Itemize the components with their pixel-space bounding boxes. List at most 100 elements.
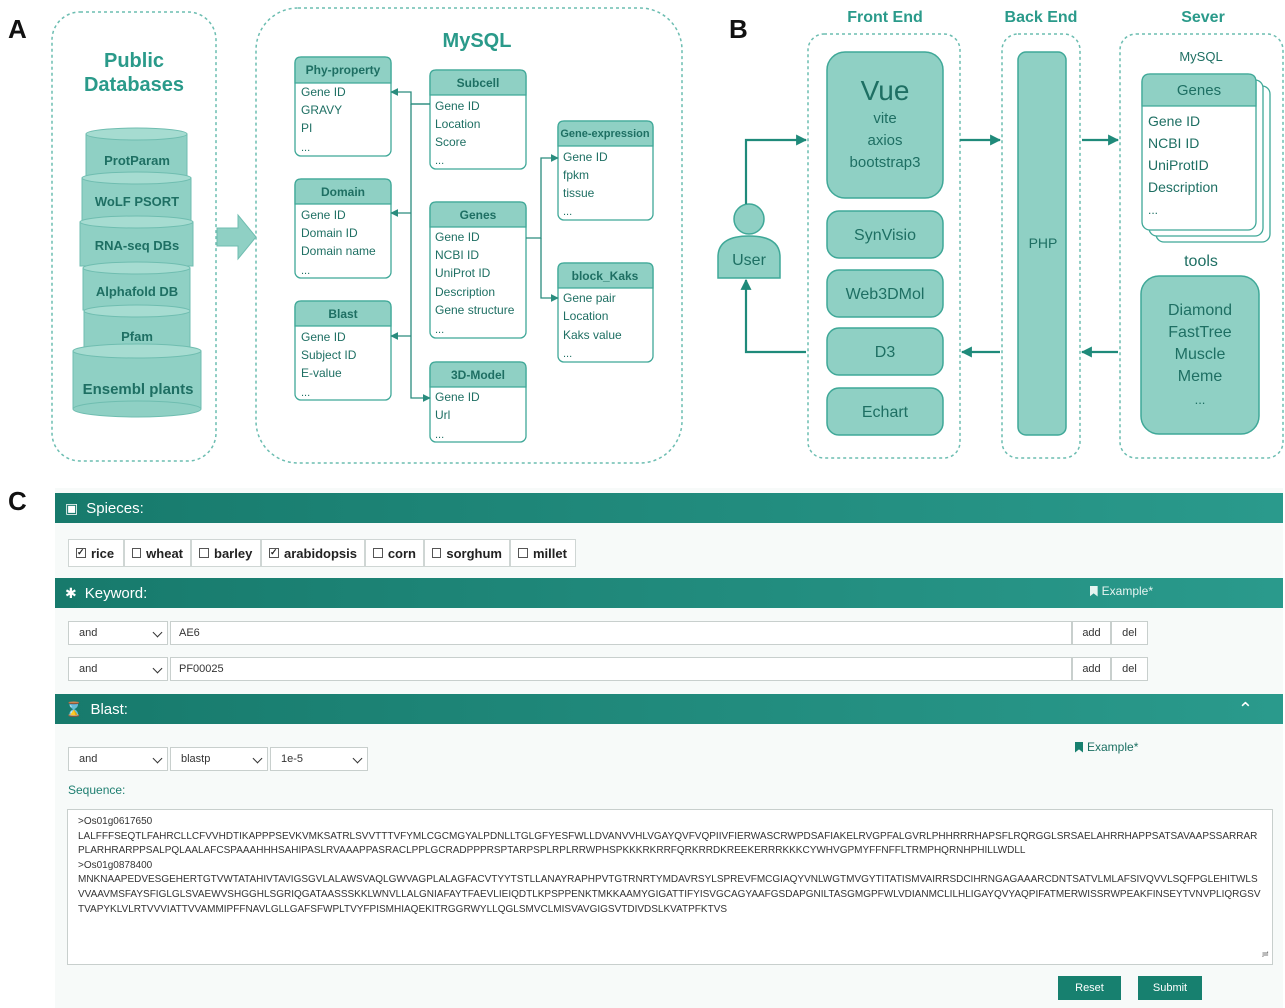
keyword-icon: ✱ [65,584,77,601]
species-checkbox-barley[interactable]: barley [191,539,261,567]
keyword-add-button-2[interactable]: add [1072,657,1111,681]
species-checkbox-sorghum[interactable]: sorghum [424,539,510,567]
user-label: User [732,252,766,269]
checkbox-checked-icon [76,548,86,558]
svg-text:Gene ID: Gene ID [301,85,346,99]
source-alphafold: Alphafold DB [96,284,178,299]
back-end-label: Back End [1005,9,1078,26]
species-checkbox-arabidopsis[interactable]: arabidopsis [261,539,365,567]
species-checkbox-millet[interactable]: millet [510,539,576,567]
tool-meme: Meme [1178,368,1223,385]
svg-text:block_Kaks: block_Kaks [572,269,639,283]
bookmark-icon [1075,741,1083,753]
keyword-input-1[interactable]: AE6 [170,621,1072,645]
calendar-icon: ▣ [65,499,79,516]
checkbox-icon [373,548,383,558]
front-end-panel [807,33,961,459]
svg-text:Gene pair: Gene pair [563,291,616,305]
panel-a-diagram: Public Databases ProtParam WoLF PSORT RN… [51,7,683,464]
source-ensembl: Ensembl plants [83,381,194,398]
d3-card [826,327,944,376]
reset-button[interactable]: Reset [1058,976,1121,1000]
table-blast: Blast Gene ID Subject ID E-value ... [294,300,392,401]
checkbox-icon [199,548,209,558]
chevron-down-icon [352,753,363,764]
user-icon [717,203,781,279]
source-wolf-psort: WoLF PSORT [95,194,179,209]
source-rnaseq: RNA-seq DBs [95,238,180,253]
svg-text:Gene ID: Gene ID [563,150,608,164]
svg-text:Score: Score [435,135,467,149]
keyword-add-button-1[interactable]: add [1072,621,1111,645]
public-title-line1: Public [104,50,164,72]
checkbox-icon [432,548,442,558]
tools-label: tools [1184,253,1218,270]
svg-text:Phy-property: Phy-property [306,63,381,77]
svg-text:...: ... [435,155,444,167]
svg-text:Kaks value: Kaks value [563,328,622,342]
table-3d-model: 3D-Model Gene ID Url ... [429,361,527,443]
svg-text:Domain: Domain [321,185,365,199]
resize-handle-icon[interactable]: ≓ [1261,949,1269,960]
submit-button[interactable]: Submit [1138,976,1202,1000]
species-header-bar: ▣ Spieces: [55,493,1283,523]
server-genes-title: Genes [1177,82,1221,99]
blast-operator-select[interactable]: and [68,747,168,771]
svg-text:UniProt ID: UniProt ID [435,266,491,280]
blast-example-link[interactable]: Example* [1075,740,1138,754]
svg-text:Gene ID: Gene ID [435,230,480,244]
species-checkbox-corn[interactable]: corn [365,539,424,567]
sequence-line: MNKNAAPEDVESGEHERTGTVWTATAHIVTAVIGSGVLAL… [78,874,1261,915]
table-phy-property: Phy-property Gene ID GRAVY PI ... [294,56,392,157]
table-genes: Genes Gene ID NCBI ID UniProt ID Descrip… [429,201,527,339]
svg-text:GRAVY: GRAVY [301,103,342,117]
panel-label-a: A [8,14,27,44]
server-genes-field-4: Description [1148,179,1218,195]
blast-evalue-select[interactable]: 1e-5 [270,747,368,771]
keyword-del-button-1[interactable]: del [1111,621,1148,645]
vue-item-vite: vite [873,110,896,127]
svg-text:Gene-expression: Gene-expression [560,128,650,140]
keyword-example-link[interactable]: Example* [1089,584,1153,598]
svg-text:Domain name: Domain name [301,244,376,258]
table-subcell: Subcell Gene ID Location Score ... [429,69,527,170]
server-panel [1119,33,1284,459]
svg-text:Location: Location [435,117,480,131]
svg-text:...: ... [435,324,444,336]
synvisio-card [826,210,944,259]
keyword-operator-select-1[interactable]: and [68,621,168,645]
svg-text:fpkm: fpkm [563,168,589,182]
genes-card-stack [1141,73,1271,243]
public-title-line2: Databases [84,74,184,96]
svg-text:...: ... [301,387,310,399]
keyword-input-2[interactable]: PF00025 [170,657,1072,681]
source-protparam: ProtParam [104,153,170,168]
lib-d3: D3 [875,344,896,361]
svg-text:PI: PI [301,121,312,135]
sequence-textarea[interactable]: >Os01g0617650 LALFFFSEQTLFAHRCLLCFVVHDTI… [67,809,1273,965]
blast-program-select[interactable]: blastp [170,747,268,771]
svg-text:Gene ID: Gene ID [435,390,480,404]
blast-header-title: Blast: [90,700,128,718]
species-checkbox-rice[interactable]: rice [68,539,124,567]
keyword-operator-select-2[interactable]: and [68,657,168,681]
echart-card [826,387,944,436]
mysql-panel [255,7,683,464]
tools-card [1140,275,1260,435]
tool-diamond: Diamond [1168,302,1232,319]
svg-text:Url: Url [435,408,450,422]
svg-text:Gene ID: Gene ID [301,208,346,222]
checkbox-icon [132,548,142,558]
svg-text:...: ... [435,429,444,441]
chevron-down-icon [152,753,163,764]
lib-web3dmol: Web3DMol [846,286,925,303]
vue-card [826,51,944,199]
species-checkbox-wheat[interactable]: wheat [124,539,191,567]
table-gene-expression: Gene-expression Gene ID fpkm tissue ... [557,120,654,221]
server-genes-field-5: ... [1148,203,1158,217]
php-card [1017,51,1067,436]
source-pfam: Pfam [121,329,153,344]
chevron-up-icon[interactable]: ⌃ [1237,698,1253,719]
chevron-down-icon [152,627,163,638]
keyword-del-button-2[interactable]: del [1111,657,1148,681]
